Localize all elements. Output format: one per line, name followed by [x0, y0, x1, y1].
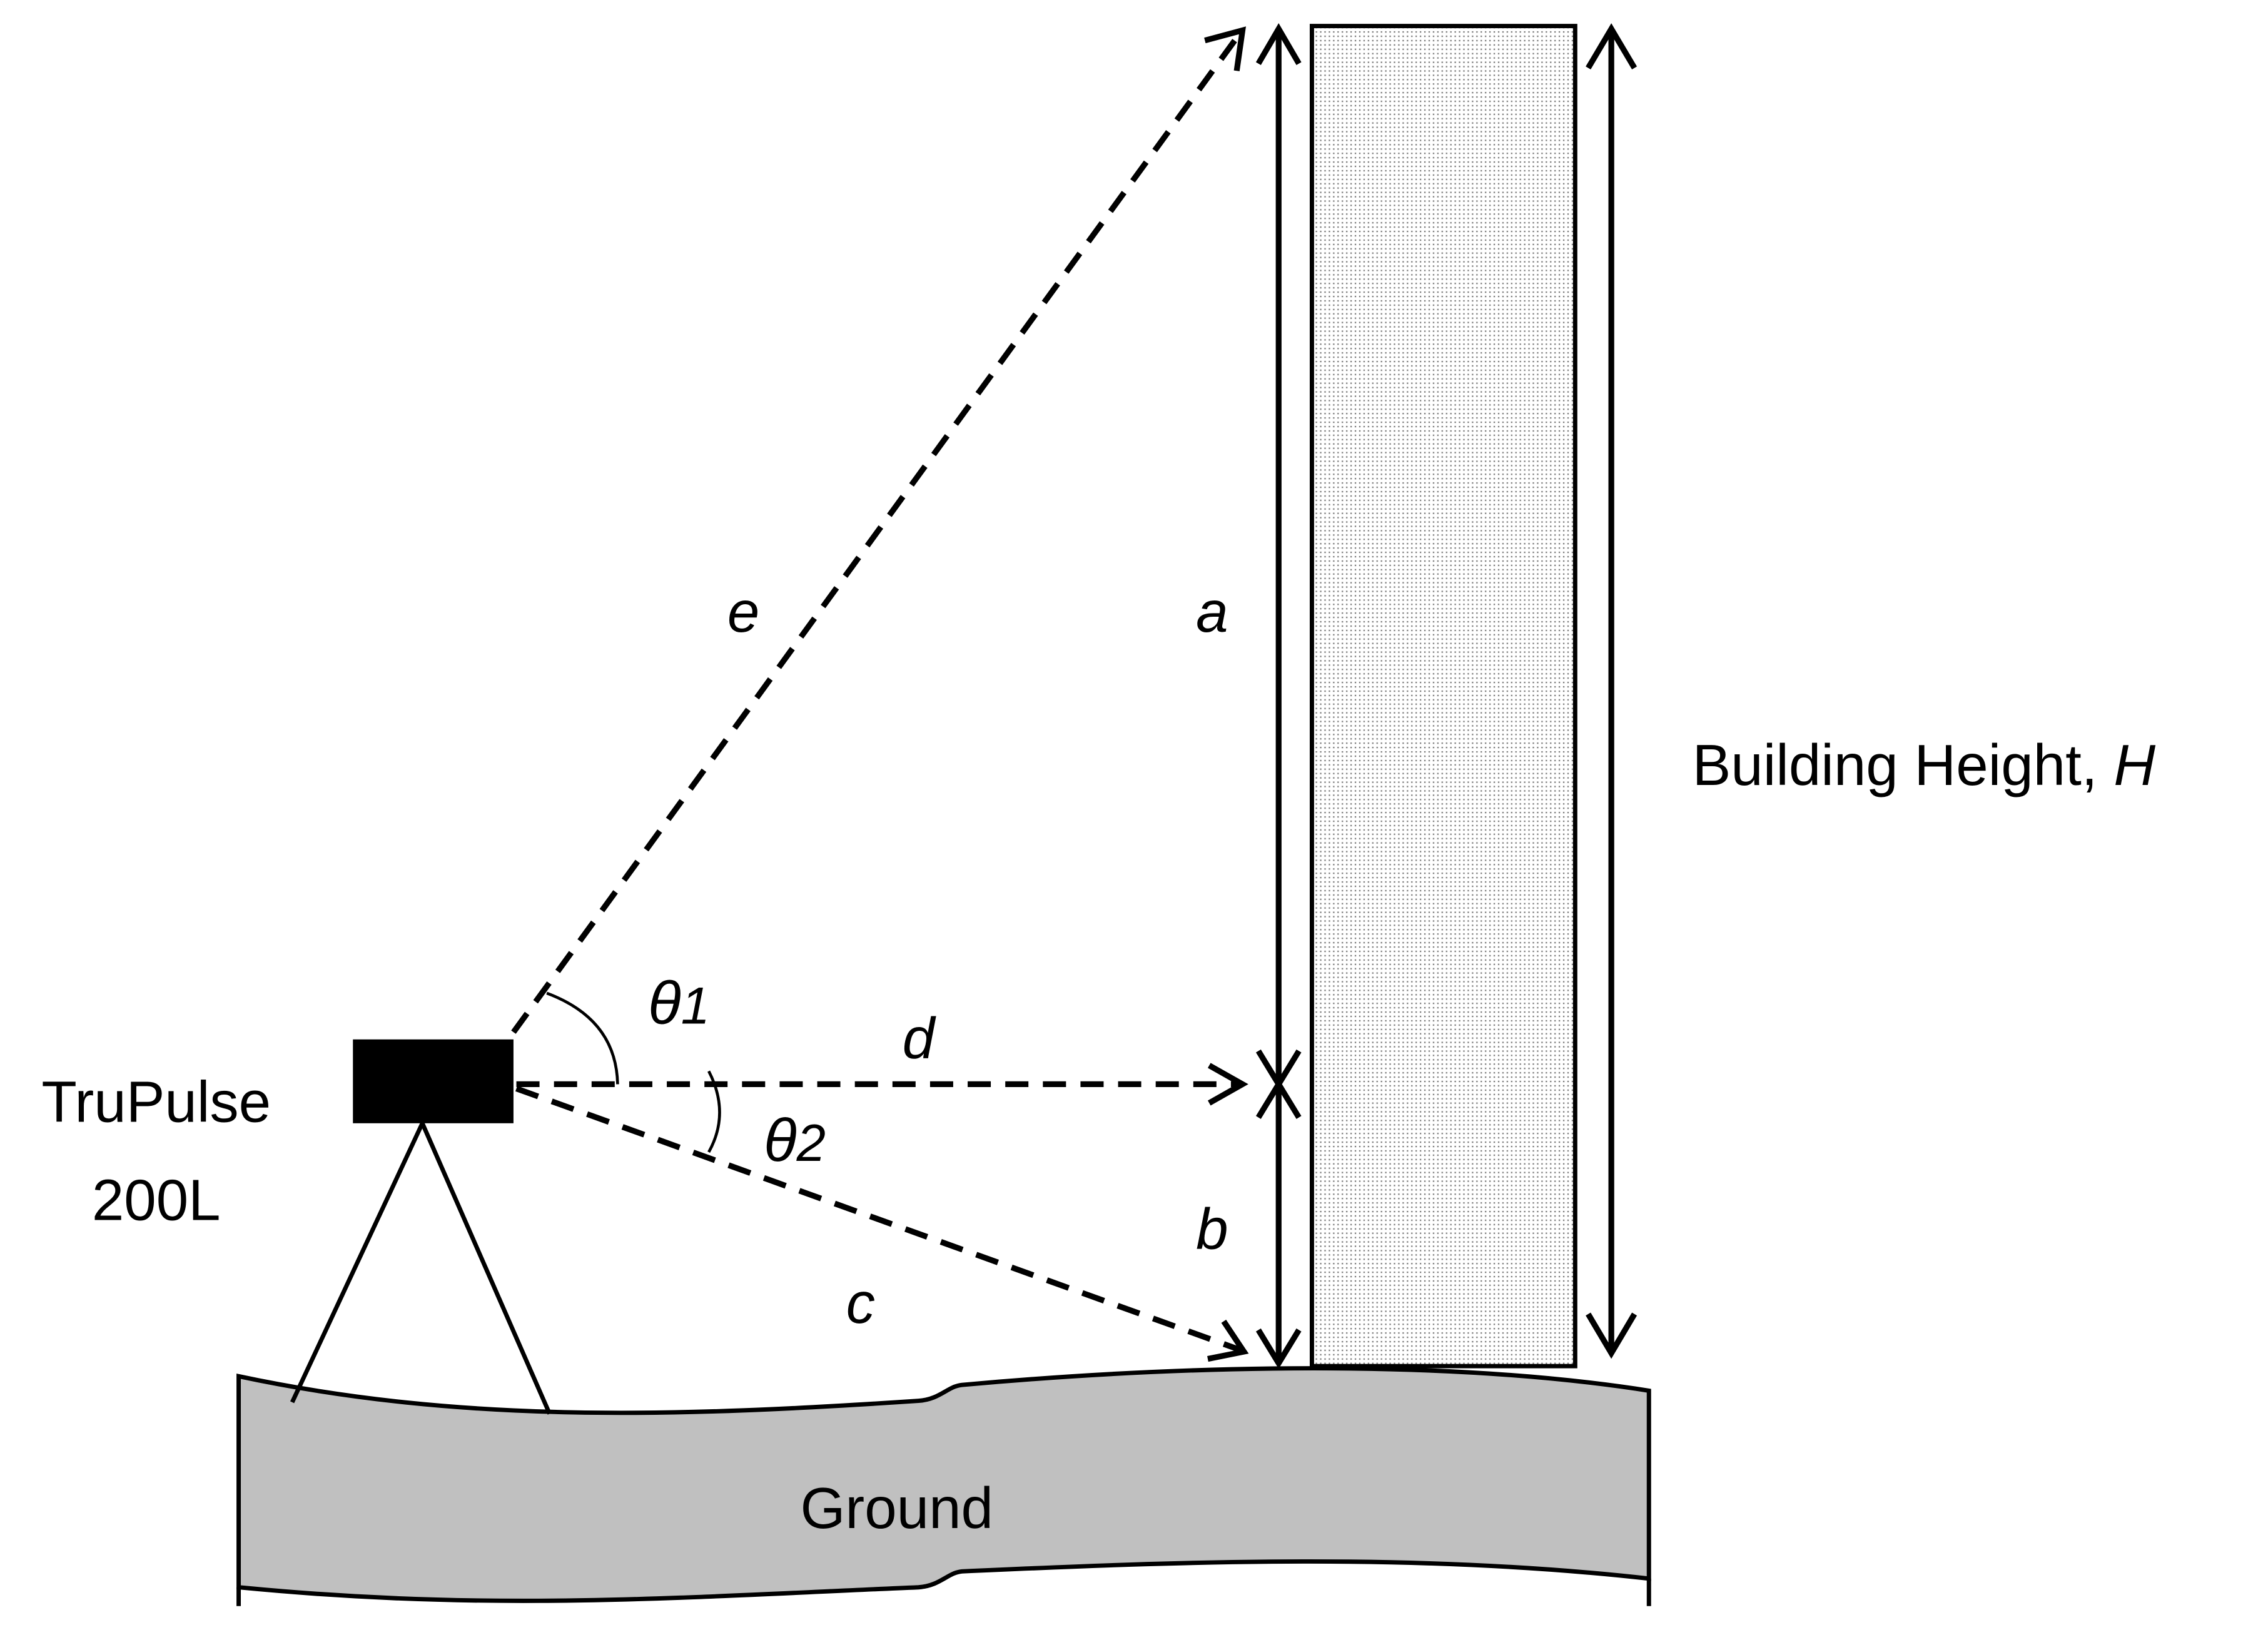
building — [1309, 24, 1577, 1369]
tripod-right-leg — [420, 1122, 552, 1415]
arrowhead-c — [1207, 1319, 1249, 1362]
theta2-subscript: 2 — [796, 1114, 826, 1172]
building-height-variable: H — [2114, 732, 2155, 797]
tripod-left-leg — [290, 1122, 425, 1404]
building-height-text: Building Height, — [1693, 732, 2114, 797]
arrowhead-b-top — [1255, 1078, 1302, 1119]
arrowhead-h-top — [1586, 23, 1638, 69]
label-building-height: Building Height, H — [1693, 732, 2156, 797]
arrowhead-d — [1207, 1063, 1248, 1106]
label-b: b — [1196, 1197, 1228, 1262]
rangefinder-body — [353, 1039, 514, 1123]
label-a: a — [1196, 579, 1228, 644]
line-c — [515, 1086, 1242, 1354]
sight-lines — [511, 26, 1249, 1362]
angle-arc-theta1 — [546, 991, 619, 1085]
arrowhead-a-top — [1255, 23, 1302, 66]
label-theta1: θ1 — [648, 968, 710, 1036]
label-d: d — [903, 1006, 936, 1071]
measure-a-b — [1255, 23, 1302, 1369]
label-e: e — [727, 579, 759, 644]
theta2-symbol: θ — [764, 1106, 797, 1174]
arrowhead-h-bottom — [1586, 1312, 1638, 1359]
label-c: c — [846, 1270, 875, 1335]
theta1-subscript: 1 — [681, 976, 710, 1035]
measure-h — [1586, 23, 1638, 1359]
line-e — [511, 30, 1243, 1034]
ground-label: Ground — [800, 1476, 993, 1541]
device-label-line1: TruPulse — [41, 1070, 271, 1135]
arrowhead-b-bottom — [1255, 1328, 1302, 1369]
arrowhead-e — [1204, 26, 1247, 71]
label-theta2: θ2 — [764, 1106, 826, 1174]
ground: Ground — [236, 1366, 1651, 1606]
device-label-line2: 200L — [92, 1168, 221, 1233]
theta1-symbol: θ — [648, 968, 681, 1036]
angle-arc-theta2 — [707, 1070, 721, 1153]
trupulse-device — [290, 1039, 552, 1415]
ground-bottom-edge — [236, 1578, 1651, 1606]
